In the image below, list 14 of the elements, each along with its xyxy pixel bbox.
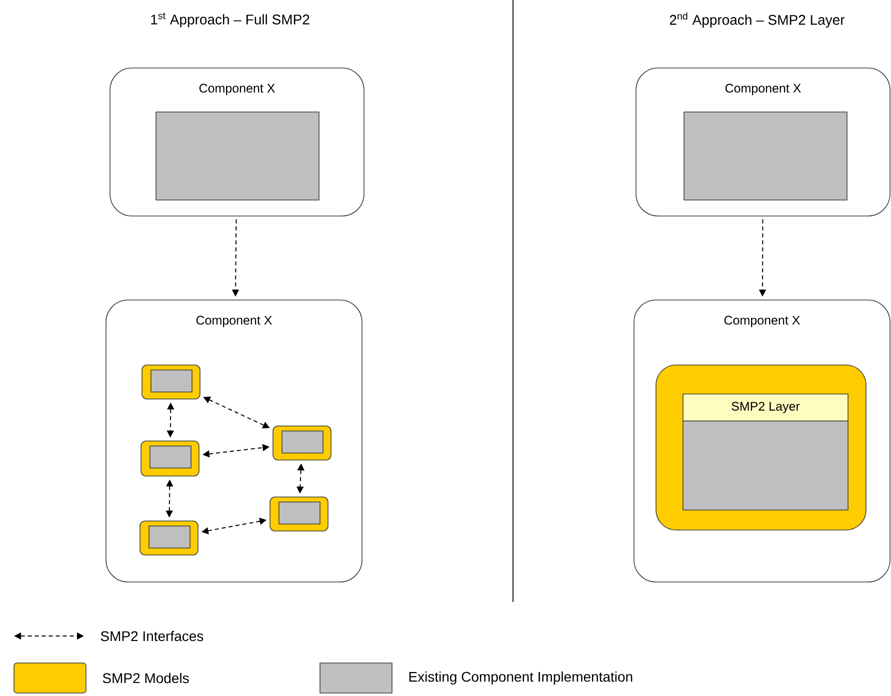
implementation-box (156, 112, 320, 200)
implementation-box (150, 370, 192, 392)
legend-label: Existing Component Implementation (409, 671, 632, 685)
layer-bar: SMP2 Layer (682, 394, 848, 422)
implementation-box (150, 446, 192, 468)
heading: 2$^{nd}$ Approach – SMP2 Layer (670, 12, 845, 28)
implementation-box (278, 502, 320, 524)
implementation-box (682, 420, 848, 510)
legend-label: SMP2 Interfaces (100, 630, 204, 642)
implementation-box (148, 526, 190, 548)
heading: 1$^{st}$ Approach – Full SMP2 (151, 12, 310, 28)
implementation-box (684, 112, 848, 200)
legend-label: SMP2 Models (102, 672, 189, 684)
implementation-box (282, 430, 324, 454)
